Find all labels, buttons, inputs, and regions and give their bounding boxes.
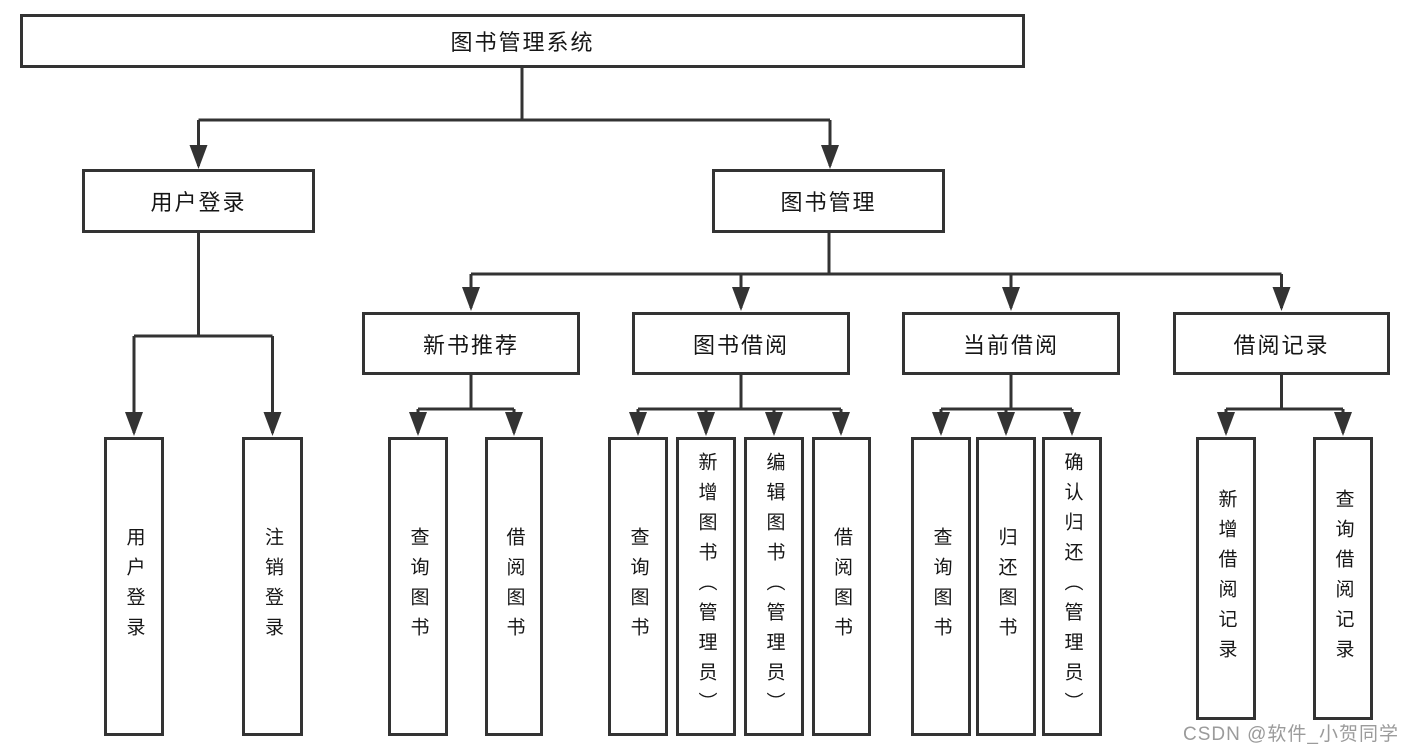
node-root: 图书管理系统 <box>20 14 1025 68</box>
leaf-return-book: 归还图书 <box>976 437 1036 736</box>
node-book-management: 图书管理 <box>712 169 945 233</box>
csdn-watermark: CSDN @软件_小贺同学 <box>1183 724 1399 745</box>
leaf-borrow-books: 借阅图书 <box>812 437 871 736</box>
node-user-login: 用户登录 <box>82 169 315 233</box>
leaf-query-books-current: 查询图书 <box>911 437 971 736</box>
leaf-confirm-return-admin: 确认归还（管理员） <box>1042 437 1102 736</box>
leaf-query-books-borrow: 查询图书 <box>608 437 668 736</box>
node-borrow-records: 借阅记录 <box>1173 312 1390 375</box>
node-book-borrow: 图书借阅 <box>632 312 850 375</box>
leaf-edit-book-admin: 编辑图书（管理员） <box>744 437 804 736</box>
leaf-query-books-recommend: 查询图书 <box>388 437 448 736</box>
leaf-borrow-books-recommend: 借阅图书 <box>485 437 543 736</box>
leaf-add-borrow-record: 新增借阅记录 <box>1196 437 1256 720</box>
node-new-book-recommend: 新书推荐 <box>362 312 580 375</box>
leaf-user-login: 用户登录 <box>104 437 164 736</box>
leaf-query-borrow-record: 查询借阅记录 <box>1313 437 1373 720</box>
leaf-add-book-admin: 新增图书（管理员） <box>676 437 736 736</box>
leaf-logout: 注销登录 <box>242 437 303 736</box>
node-current-borrow: 当前借阅 <box>902 312 1120 375</box>
